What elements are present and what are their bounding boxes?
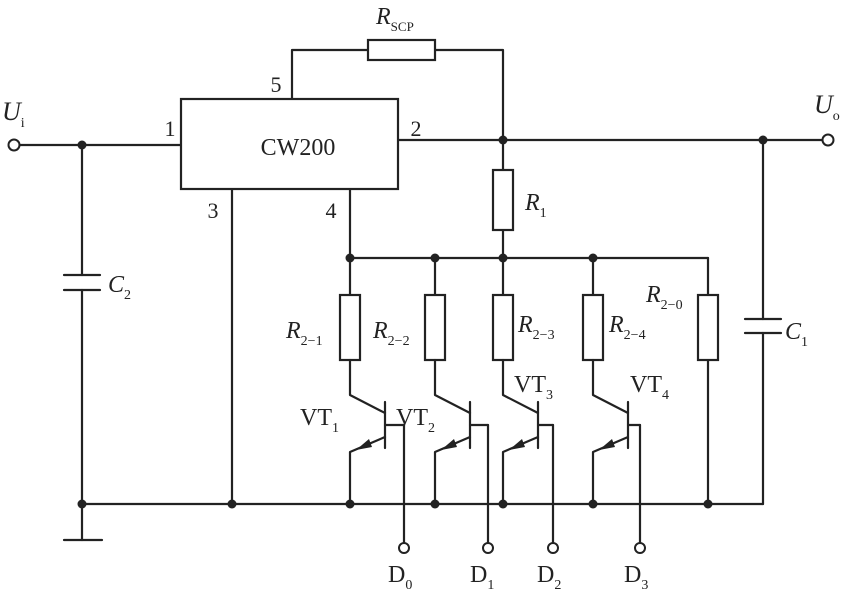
r1-resistor [491,168,515,232]
stage-emitter-wire [501,435,540,506]
stage-transistor-label: VT3 [514,372,553,403]
rscp-label: RSCP [375,4,414,34]
stage-resistor [581,293,605,362]
digital-input-terminal [547,542,559,554]
stage-d-label: D1 [470,562,494,593]
junction-dot [227,499,237,509]
rscp-resistor [366,38,437,62]
stage-resistor-label: R2−4 [608,312,646,343]
cw200-chip: CW200 1 2 3 4 5 [165,72,422,223]
stage-collector-wire [348,358,387,415]
stage-transistor-label: VT1 [300,405,339,436]
output-label: Uo [814,90,840,124]
stage-resistor [338,293,362,362]
junctions [77,135,768,509]
stage-transistor-label: VT2 [396,405,435,436]
stage-d-label: D3 [624,562,648,593]
junction-dot [77,499,87,509]
stage-transistor-label: VT4 [630,372,669,403]
junction-dot [345,499,355,509]
stage-collector-wire [433,358,472,415]
r2-0-resistor [696,293,720,362]
stage-d-label: D0 [388,562,412,593]
stage-emitter-wire [591,435,630,506]
stage-collector-wire [591,358,630,415]
junction-dot [498,135,508,145]
stage-d-label: D2 [537,562,561,593]
stage-resistor [423,293,447,362]
stage-1: R2−1 VT1 D0 [285,253,412,593]
junction-dot [498,253,508,263]
wires [18,48,824,542]
chip-name: CW200 [261,135,336,161]
junction-dot [345,253,355,263]
input-terminal [7,138,21,152]
stage-resistor-label: R2−3 [517,312,555,343]
emitter-arrow [356,439,372,450]
stage-resistor [491,293,515,362]
stage-emitter-wire [348,435,387,506]
r1-label: R1 [524,190,547,221]
digital-input-terminal [634,542,646,554]
c2-label: C2 [108,272,131,303]
emitter-arrow [441,439,457,450]
rscp-left-wire [290,48,370,101]
stage-2: R2−2 VT2 D1 [372,253,494,593]
junction-dot [430,499,440,509]
stage-resistor-label: R2−1 [285,318,323,349]
stage-4: R2−4 VT4 D3 [581,253,669,593]
pin-4-label: 4 [326,198,337,223]
emitter-arrow [509,439,525,450]
junction-dot [77,140,87,150]
digital-input-terminal [398,542,410,554]
junction-dot [588,499,598,509]
pin-1-label: 1 [165,116,176,141]
pin-2-label: 2 [411,116,422,141]
stage-collector-wire [501,358,540,415]
c1-label: C1 [785,319,808,350]
rscp-right-wire [433,48,505,172]
pin-5-label: 5 [271,72,282,97]
input-label: Ui [2,97,25,131]
emitter-arrow [599,439,615,450]
junction-dot [588,253,598,263]
stage-emitter-wire [433,435,472,506]
r2-0-label: R2−0 [645,282,683,313]
output-terminal [821,133,835,147]
junction-dot [703,499,713,509]
junction-dot [758,135,768,145]
digital-input-terminal [482,542,494,554]
junction-dot [498,499,508,509]
stage-resistor-label: R2−2 [372,318,410,349]
cw200-body [179,97,400,191]
stage-3: R2−3 VT3 D2 [491,253,561,593]
junction-dot [430,253,440,263]
pin-3-label: 3 [208,198,219,223]
